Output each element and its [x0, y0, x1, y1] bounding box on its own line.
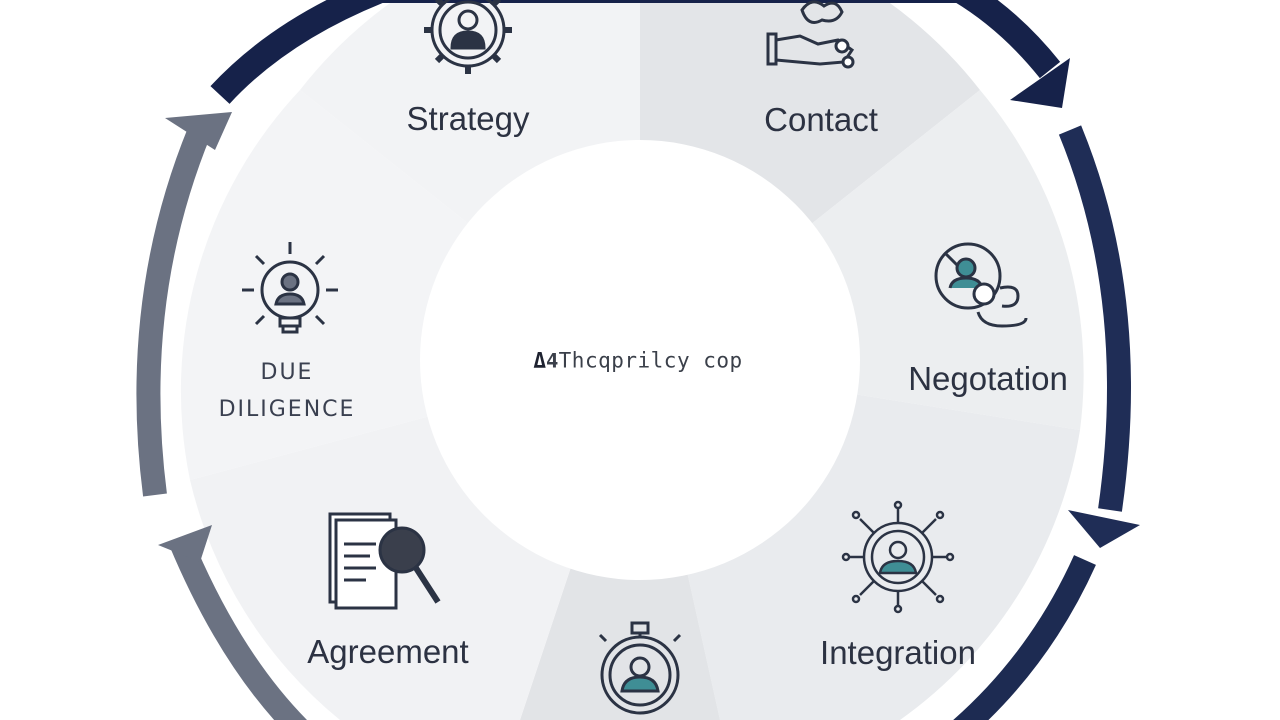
center-label-text: 𝟒Thcqprilcy cop: [546, 348, 743, 373]
label-agreement: Agreement: [307, 633, 469, 670]
label-strategy: Strategy: [406, 100, 530, 137]
arrowhead-top-right: [1010, 58, 1070, 108]
label-due-diligence: DUE DILIGENCE: [219, 354, 356, 428]
arrow-right-lower: [953, 555, 1096, 720]
person-gear-icon: [424, 0, 512, 74]
arrowhead-left-upper: [165, 112, 232, 150]
center-label: Δ𝟒Thcqprilcy cop: [533, 349, 742, 374]
arrowhead-right: [1068, 510, 1140, 548]
network-person-icon: [841, 500, 955, 614]
arrow-right-upper: [1058, 125, 1131, 512]
lightbulb-person-icon: [242, 242, 338, 334]
people-chat-icon: [934, 242, 1028, 328]
arrow-left-lower: [168, 535, 308, 720]
label-due-diligence-line1: DUE: [260, 360, 314, 385]
person-badge-icon: [598, 621, 682, 715]
label-integration: Integration: [820, 634, 976, 671]
center-hub: [420, 140, 860, 580]
label-negotiation: Negotation: [908, 360, 1068, 397]
arrow-top-right: [210, 0, 1061, 104]
document-magnifier-icon: [328, 512, 441, 610]
label-contact: Contact: [764, 101, 878, 138]
arrow-left-upper: [136, 125, 212, 497]
arrowhead-left-lower: [158, 525, 212, 562]
handshake-icon: [766, 0, 855, 69]
label-due-diligence-line2: DILIGENCE: [218, 397, 356, 422]
center-symbol: Δ: [533, 348, 547, 373]
